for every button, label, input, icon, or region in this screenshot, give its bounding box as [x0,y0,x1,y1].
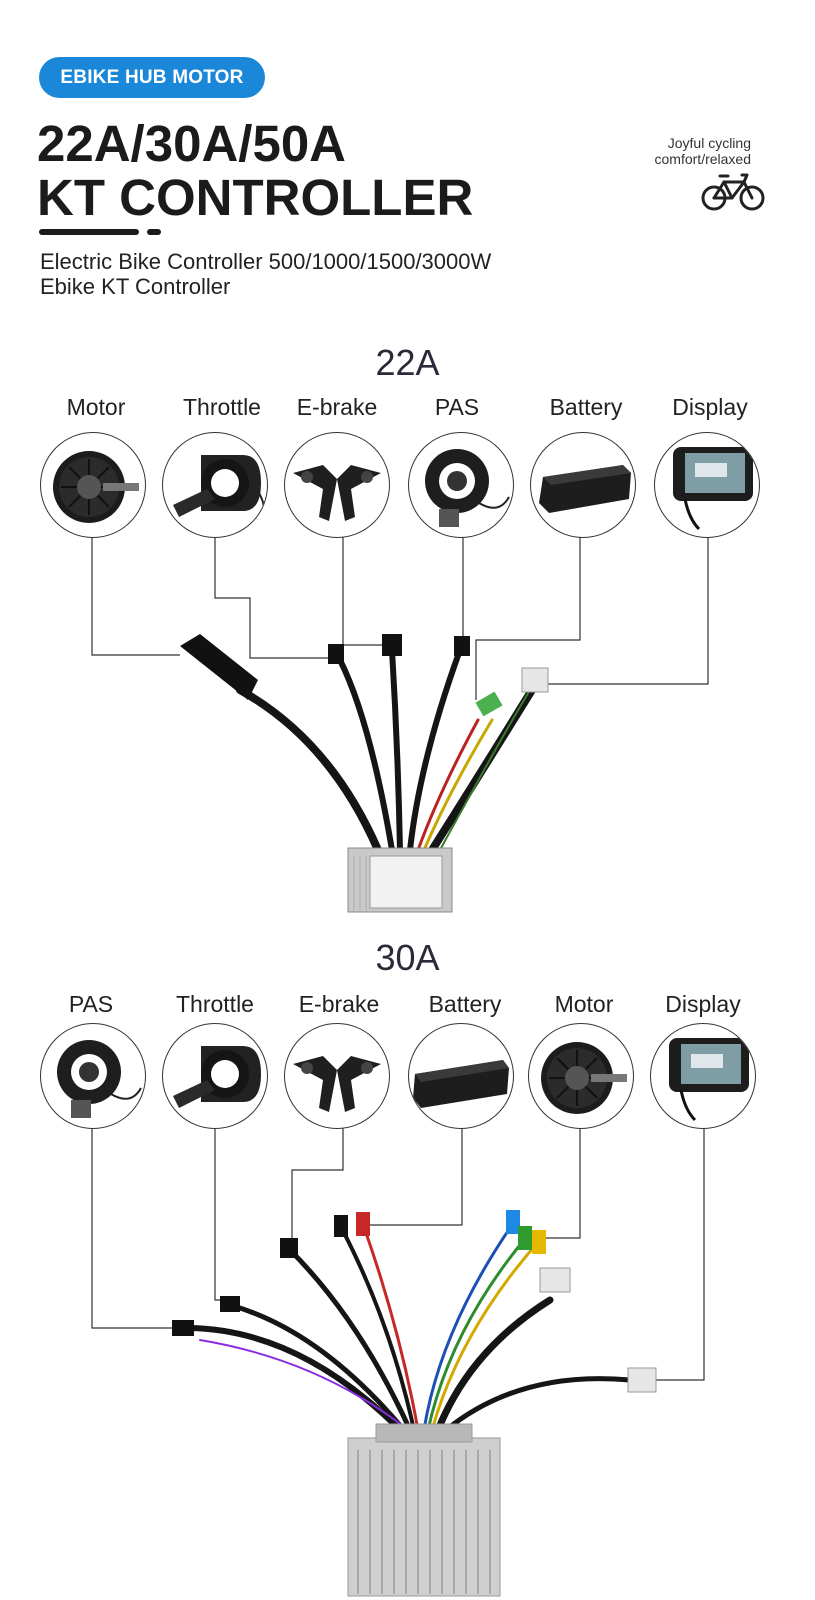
controller-box-30a [347,1437,501,1597]
display-connector-30a [627,1367,657,1393]
cable-bundle-22a [236,647,536,854]
throttle-image-30a [162,1023,268,1129]
battery-connector-red-30a [356,1212,370,1236]
label-22a-throttle: Throttle [183,394,261,420]
label-30a-throttle: Throttle [176,991,254,1017]
title-underline-dot [147,229,161,235]
label-22a-pas: PAS [434,394,480,420]
motor-connector-blue-30a [506,1210,520,1234]
lcd-display-icon [673,447,753,531]
tagline-line-2: comfort/relaxed [654,151,751,167]
ebrake-image-30a [284,1023,390,1129]
lcd-display-icon [669,1038,749,1122]
pas-sensor-icon [425,449,510,527]
label-22a-display: Display [672,394,748,420]
throttle-icon [173,1046,261,1108]
motor-connector-22a [180,634,258,700]
category-badge: EBIKE HUB MOTOR [39,57,265,98]
tagline: Joyful cycling comfort/relaxed [655,135,751,167]
label-30a-battery: Battery [428,991,502,1017]
throttle-connector-22a [328,644,344,664]
bicycle-icon [701,173,765,211]
brake-lever-icon [293,465,381,521]
throttle-icon [173,455,266,522]
battery-connector-22a [475,691,503,717]
pas-image-30a [40,1023,146,1129]
controller-fins-22a [353,856,367,910]
ebrake-connector-30a [280,1238,298,1258]
motor-connector-yellow-30a [532,1230,546,1254]
wiring-diagram-22a [91,537,709,913]
pas-sensor-icon [57,1040,142,1118]
connection-lines-22a [91,537,709,700]
product-subtitle: Electric Bike Controller 500/1000/1500/3… [40,249,491,299]
ebrake-connector-22a [382,634,402,656]
controller-top-30a [375,1423,473,1443]
display-image-30a [650,1023,756,1129]
subtitle-line-1: Electric Bike Controller 500/1000/1500/3… [40,249,492,274]
tagline-line-1: Joyful cycling [667,135,751,151]
label-30a-ebrake: E-brake [298,991,380,1017]
display-image-22a [654,432,760,538]
page-title: 22A/30A/50A KT CONTROLLER [37,117,473,225]
cable-bundle-30a [187,1223,633,1434]
battery-image-22a [530,432,636,538]
label-22a-ebrake: E-brake [296,394,378,420]
section-title-22a: 22A [375,342,440,383]
section-title-30a: 30A [375,937,440,978]
label-30a-motor: Motor [554,991,614,1017]
label-30a-display: Display [665,991,741,1017]
throttle-connector-30a [220,1296,240,1312]
hub-motor-icon [53,451,139,523]
pas-connector-30a [172,1320,194,1336]
throttle-image-22a [162,432,268,538]
title-line-2: KT CONTROLLER [37,169,474,226]
pas-image-22a [408,432,514,538]
battery-icon [539,465,631,513]
pas-connector-22a [454,636,470,656]
title-line-1: 22A/30A/50A [37,115,347,172]
hall-connector-30a [539,1267,571,1293]
ebrake-image-22a [284,432,390,538]
subtitle-line-2: Ebike KT Controller [40,274,231,299]
hub-motor-icon [541,1042,627,1114]
brake-lever-icon [293,1056,381,1112]
label-22a-motor: Motor [66,394,126,420]
controller-label-22a [369,855,443,909]
label-22a-battery: Battery [549,394,623,420]
label-30a-pas: PAS [68,991,114,1017]
motor-connector-green-30a [518,1226,532,1250]
motor-image-22a [40,432,146,538]
battery-icon [413,1060,509,1108]
display-connector-22a [521,667,549,693]
battery-connector-black-30a [334,1215,348,1237]
motor-image-30a [528,1023,634,1129]
title-underline [39,229,139,235]
controller-fins-30a [357,1450,491,1594]
battery-image-30a [408,1023,514,1129]
